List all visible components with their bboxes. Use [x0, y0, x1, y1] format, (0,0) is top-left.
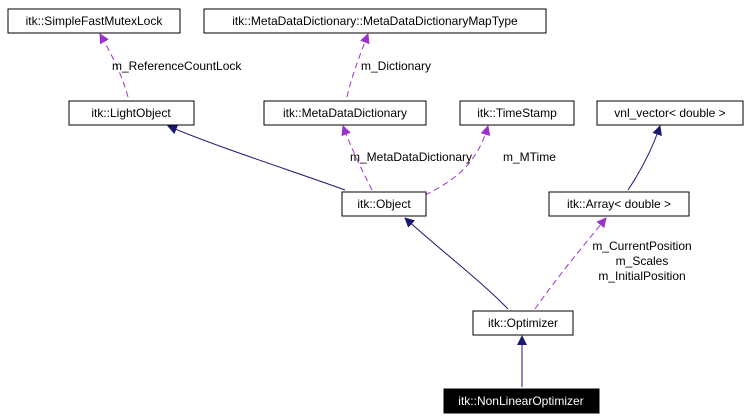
- node-light-object[interactable]: itk::LightObject: [68, 100, 195, 126]
- node-time-stamp[interactable]: itk::TimeStamp: [459, 100, 575, 126]
- edge-mtime: [424, 125, 491, 196]
- node-meta-data-dictionary-map-type[interactable]: itk::MetaDataDictionary::MetaDataDiction…: [203, 8, 547, 34]
- node-label: itk::Optimizer: [488, 316, 558, 330]
- node-label: itk::Object: [357, 197, 411, 211]
- node-label: itk::TimeStamp: [477, 106, 557, 120]
- edge-object-lightobject: [167, 124, 346, 191]
- edge-optimizer-object: [404, 217, 509, 310]
- node-label: itk::MetaDataDictionary: [283, 106, 407, 120]
- node-label: itk::SimpleFastMutexLock: [26, 14, 164, 28]
- node-array-double[interactable]: itk::Array< double >: [548, 191, 690, 217]
- node-simple-fast-mutex-lock[interactable]: itk::SimpleFastMutexLock: [7, 8, 181, 34]
- node-label: itk::MetaDataDictionary::MetaDataDiction…: [232, 14, 518, 28]
- node-label: itk::Array< double >: [567, 197, 671, 211]
- label-initial-position: m_InitialPosition: [598, 269, 685, 283]
- node-optimizer[interactable]: itk::Optimizer: [472, 310, 574, 336]
- node-label: itk::NonLinearOptimizer: [458, 394, 583, 408]
- edge-current-position: [534, 217, 607, 310]
- node-non-linear-optimizer[interactable]: itk::NonLinearOptimizer: [443, 388, 600, 414]
- label-meta-data-dictionary: m_MetaDataDictionary: [350, 150, 472, 164]
- label-scales: m_Scales: [616, 254, 669, 268]
- label-mtime: m_MTime: [503, 150, 556, 164]
- node-meta-data-dictionary[interactable]: itk::MetaDataDictionary: [263, 100, 427, 126]
- edge-meta-data-dictionary: [341, 125, 373, 191]
- node-label: itk::LightObject: [91, 106, 171, 120]
- edge-array-vnlvector: [627, 125, 662, 191]
- label-current-position: m_CurrentPosition: [592, 239, 691, 253]
- edge-dictionary: [346, 33, 370, 98]
- label-dictionary: m_Dictionary: [361, 59, 431, 73]
- node-vnl-vector-double[interactable]: vnl_vector< double >: [596, 100, 744, 126]
- node-object[interactable]: itk::Object: [341, 191, 427, 217]
- label-reference-count-lock: m_ReferenceCountLock: [112, 59, 242, 73]
- node-label: vnl_vector< double >: [614, 106, 725, 120]
- edge-reference-count-lock: [99, 33, 129, 98]
